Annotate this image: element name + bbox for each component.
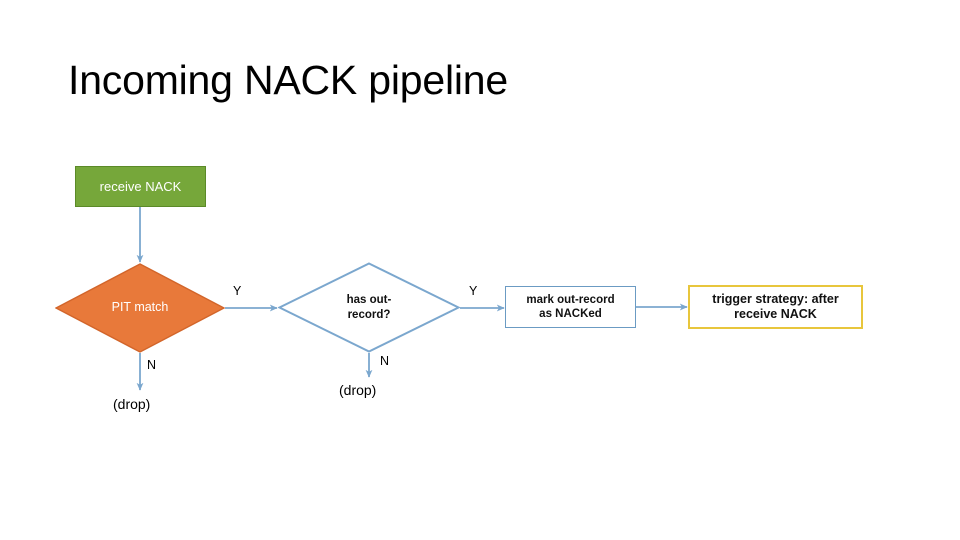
edge-label-yes-pit-match: Y [233,284,242,298]
node-mark-out-record-label-line1: mark out-record [526,293,615,306]
node-trigger-strategy[interactable]: trigger strategy: after receive NACK [688,285,863,329]
node-receive-nack-label: receive NACK [99,178,182,194]
edge-label-yes-has-out-record: Y [469,284,478,298]
node-pit-match-text: PIT match [55,263,225,353]
diamond-shape-pit-match [55,263,225,353]
node-trigger-strategy-label-line2: receive NACK [734,307,817,321]
node-trigger-strategy-label-line1: trigger strategy: after [712,291,839,306]
node-pit-match-label: PIT match [111,300,169,315]
terminal-drop-pit-match: (drop) [113,396,151,412]
node-pit-match[interactable]: PIT match [55,263,225,353]
node-has-out-record-label: has out- record? [347,293,392,321]
edge-label-no-has-out-record: N [380,354,390,368]
terminal-drop-has-out-record: (drop) [339,382,377,398]
node-has-out-record-label-line1: has out- [346,294,392,307]
node-mark-out-record[interactable]: mark out-record as NACKed [505,286,636,328]
node-mark-out-record-label: mark out-record as NACKed [526,293,614,321]
diamond-shape-has-out-record [278,262,460,353]
node-mark-out-record-label-line2: as NACKed [539,308,602,320]
node-trigger-strategy-label: trigger strategy: after receive NACK [712,292,838,323]
node-has-out-record-text: has out- record? [278,262,460,353]
page-title: Incoming NACK pipeline [68,57,508,103]
node-has-out-record[interactable]: has out- record? [278,262,460,353]
node-has-out-record-label-line2: record? [347,308,391,321]
node-receive-nack[interactable]: receive NACK [75,166,206,207]
edge-label-no-pit-match: N [147,358,157,372]
